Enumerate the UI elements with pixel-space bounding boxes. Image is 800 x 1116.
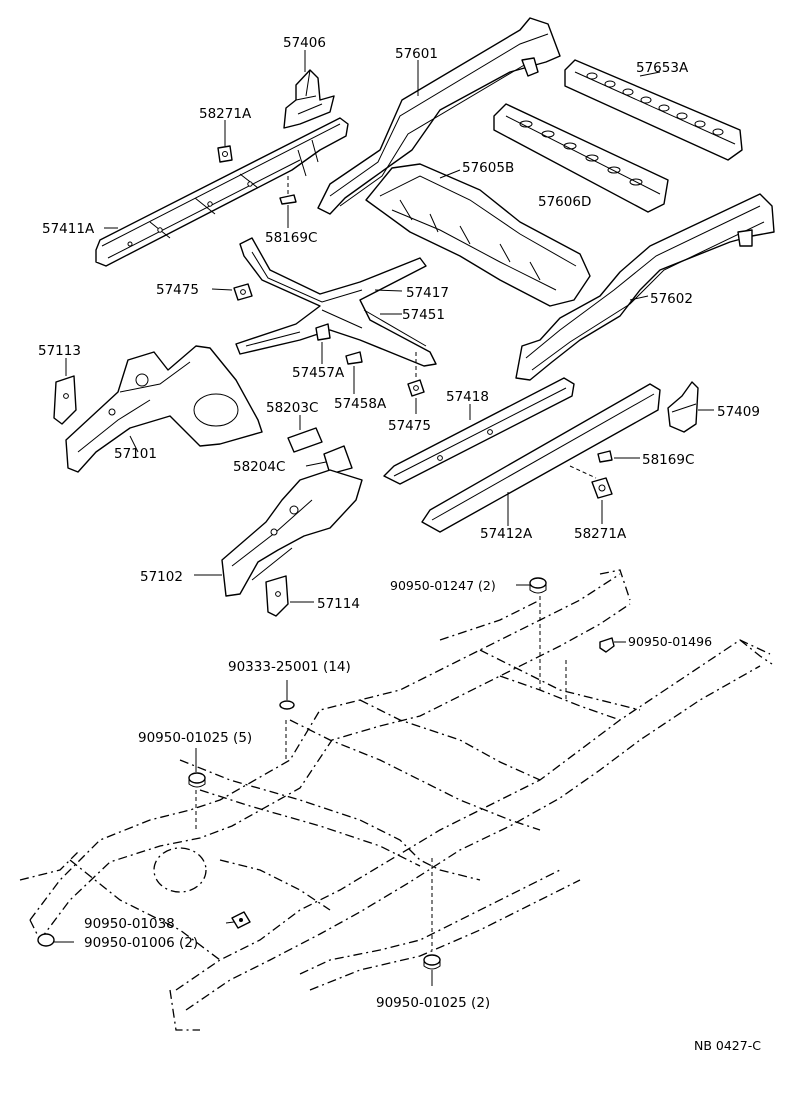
label-57411a: 57411A xyxy=(42,221,95,237)
part-58203c xyxy=(287,427,323,453)
part-57601 xyxy=(317,17,561,215)
drawing-code: NB 0427-C xyxy=(694,1038,761,1053)
label-57451: 57451 xyxy=(402,307,445,323)
part-57653a xyxy=(564,59,743,161)
part-57113 xyxy=(53,375,77,425)
part-57458a xyxy=(345,351,363,365)
label-58271a-top: 58271A xyxy=(199,106,252,122)
label-57475-mid: 57475 xyxy=(388,418,431,434)
part-labels: 57406 57601 57653A 58271A 57605B 57606D … xyxy=(38,35,761,1053)
part-57606d xyxy=(493,103,669,213)
label-57457a: 57457A xyxy=(292,365,345,381)
label-90950-01247: 90950-01247 (2) xyxy=(390,578,496,593)
part-58169c-right xyxy=(597,450,613,463)
plug-90950-01038 xyxy=(231,911,251,929)
label-57406: 57406 xyxy=(283,35,326,51)
part-58271a-top xyxy=(217,145,233,163)
label-57458a: 57458A xyxy=(334,396,387,412)
label-90950-01025-5: 90950-01025 (5) xyxy=(138,730,252,746)
label-90950-01025-2: 90950-01025 (2) xyxy=(376,995,490,1011)
label-90333-25001: 90333-25001 (14) xyxy=(228,659,351,675)
plug-90950-01496 xyxy=(599,637,615,653)
label-57102: 57102 xyxy=(140,569,183,585)
part-57457a xyxy=(315,323,331,341)
part-57411a xyxy=(95,117,349,267)
label-57417: 57417 xyxy=(406,285,449,301)
label-58271a-bottom: 58271A xyxy=(574,526,627,542)
part-57418 xyxy=(383,377,575,485)
part-57114 xyxy=(265,575,289,617)
label-58204c: 58204C xyxy=(233,459,285,475)
label-57409: 57409 xyxy=(717,404,760,420)
plug-90950-01025-2 xyxy=(423,954,441,970)
part-58271a-bottom xyxy=(591,477,613,499)
part-57605b xyxy=(365,163,591,307)
label-57114: 57114 xyxy=(317,596,360,612)
part-57412a xyxy=(421,383,661,533)
part-57475-mid xyxy=(407,379,425,397)
label-57113: 57113 xyxy=(38,343,81,359)
label-57475-left: 57475 xyxy=(156,282,199,298)
label-58203c: 58203C xyxy=(266,400,318,416)
part-57406 xyxy=(283,69,335,129)
part-57475-left xyxy=(233,283,253,301)
label-57601: 57601 xyxy=(395,46,438,62)
label-90950-01038: 90950-01038 xyxy=(84,916,175,932)
part-57102 xyxy=(221,469,363,597)
label-57602: 57602 xyxy=(650,291,693,307)
label-90950-01496: 90950-01496 xyxy=(628,634,712,649)
part-58204c xyxy=(323,445,353,475)
part-58169c-top xyxy=(279,194,297,205)
label-57653a: 57653A xyxy=(636,60,689,76)
plug-90950-01006 xyxy=(37,933,55,947)
label-58169c-right: 58169C xyxy=(642,452,694,468)
label-57418: 57418 xyxy=(446,389,489,405)
label-58169c-top: 58169C xyxy=(265,230,317,246)
label-57101: 57101 xyxy=(114,446,157,462)
part-57417-57451 xyxy=(235,237,437,367)
part-57409 xyxy=(667,381,699,433)
label-90950-01006: 90950-01006 (2) xyxy=(84,935,198,951)
part-57101 xyxy=(65,345,263,473)
plug-90950-01247 xyxy=(529,577,547,594)
part-57602 xyxy=(515,193,775,381)
label-57605b: 57605B xyxy=(462,160,514,176)
plug-90950-01025-5 xyxy=(188,772,206,788)
plug-90333-25001 xyxy=(279,700,295,710)
frame-outline xyxy=(19,569,773,1031)
label-57606d: 57606D xyxy=(538,194,591,210)
label-57412a: 57412A xyxy=(480,526,533,542)
